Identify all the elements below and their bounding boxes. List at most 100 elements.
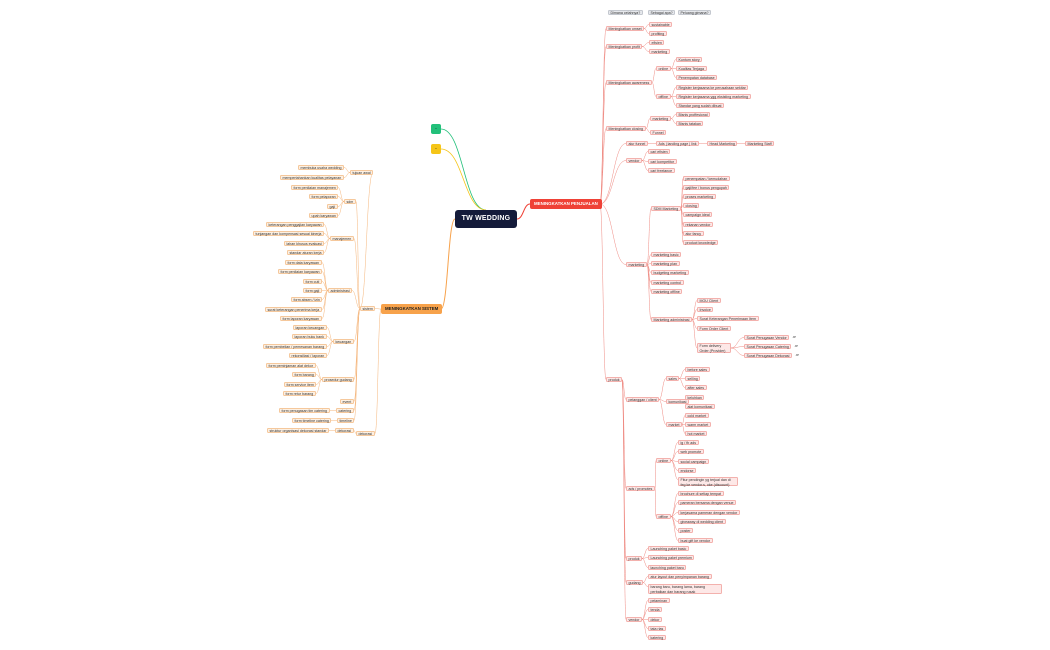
subtopic-node[interactable]: komunikasi [666,399,689,404]
leaf-node[interactable]: barang baru, barang lama, barang perbaik… [648,584,722,594]
leaf-node[interactable]: alur fancy [683,230,704,236]
leaf-node[interactable]: cari freelance [648,168,675,173]
leaf-node[interactable]: pelaminan [648,598,670,603]
leaf-node[interactable]: form retur barang [283,390,316,396]
topic-node[interactable]: dekorasi [335,428,354,433]
leaf-node[interactable]: selling [685,376,701,381]
leaf-node[interactable]: Bisnis tatakan [676,120,704,126]
leaf-node[interactable]: cari efisien [648,149,671,154]
leaf-node[interactable]: brochure di setiap tempat [678,491,724,496]
leaf-node[interactable]: endorse [678,467,696,473]
badge[interactable]: JP [794,344,799,348]
leaf-node[interactable]: form penilaian karyawan [278,269,322,275]
funnel-step[interactable]: Ads | landing page | link [656,141,700,146]
subtopic-node[interactable]: pelanggan / client [626,397,660,402]
leaf-node[interactable]: web promote [678,449,704,455]
leaf-node[interactable]: campaign ideal [683,212,713,218]
leaf-node[interactable]: laporan buku bank [292,334,327,340]
leaf-node[interactable]: pameran bersama dengan venue [678,500,736,506]
topic-node[interactable]: tujuan awal [350,170,374,175]
leaf-node[interactable]: marketing offline [651,288,683,294]
leaf-node[interactable]: ig / fb ads [678,440,699,445]
leaf-node[interactable]: Surat Penugasan Vendor [744,335,790,340]
topic-node-produk[interactable]: produk [606,377,622,382]
leaf-node[interactable]: marketing [649,48,670,54]
leaf-node[interactable]: hot market [685,431,707,436]
topic-node[interactable]: sdm [344,199,356,204]
subtopic-node[interactable]: market [666,422,682,427]
subtopic-node[interactable]: Marketing administrasi [651,317,692,322]
leaf-node[interactable]: marketing plan [651,261,680,267]
badge[interactable]: JP [792,335,797,339]
leaf-node[interactable]: Launching paket basic [648,546,689,551]
topic-node[interactable]: keuangan [333,339,354,344]
leaf-node[interactable]: closing [683,203,700,209]
leaf-node[interactable]: tenda [648,607,662,613]
leaf-node[interactable]: katering [648,635,666,641]
leaf-node[interactable]: Fitur pendingin yg terjual dan di feg ke… [678,477,738,487]
subtopic-node[interactable]: vendor [626,617,642,622]
leaf-node[interactable]: form peminjaman alat dekor [266,363,316,369]
leaf-node[interactable]: form cuti [303,278,322,284]
leaf-node[interactable]: event [340,399,354,404]
leaf-node[interactable]: form penilaian manajemen [291,185,339,191]
leaf-node[interactable]: giveaway di wedding client [678,518,726,524]
leaf-node[interactable]: form service item [284,381,317,387]
leaf-node[interactable]: lahan khusus evaluasi [284,240,325,246]
leaf-node[interactable]: struktur organisasi dekorasi standar [267,428,329,433]
topic-node-sistem[interactable]: sistem [360,306,376,311]
leaf-node[interactable]: dekor [648,616,662,622]
leaf-node[interactable]: rekanan vendor [683,221,713,227]
leaf-node[interactable]: Penempatan database [676,75,718,80]
leaf-node[interactable]: form data karyawan [285,260,322,266]
leaf-node[interactable]: form gaji [303,288,322,293]
leaf-node[interactable]: Standar yang sudah dibuat [676,103,724,108]
subtopic-node[interactable]: Form delivery Order (Provider) [697,343,731,353]
leaf-node[interactable]: Bisnis proffesional [676,111,711,117]
leaf-node[interactable]: form penugasan tim catering [279,408,330,413]
leaf-node[interactable]: Launching paket premium [648,555,695,561]
topic-node[interactable]: prosedur gudang [322,377,355,382]
subtopic-node[interactable]: online [656,458,671,463]
subtopic-node[interactable]: offline [656,514,671,519]
leaf-node[interactable]: Register kerjasama ke perusahaan sekitar [676,85,749,90]
subtopic-node[interactable]: SDM Marketing [651,206,681,211]
leaf-node[interactable]: cold market [685,413,709,418]
leaf-node[interactable]: form barang [292,372,317,378]
subtopic-node[interactable]: offline [656,94,671,99]
leaf-node[interactable]: tata rias [648,625,666,631]
topic-node-vendor[interactable]: vendor [626,158,642,163]
leaf-node[interactable]: buat gift ke vendor [678,537,713,543]
topic-node[interactable]: Meningkatkan closing [606,126,646,131]
badge[interactable]: JP [795,353,800,357]
leaf-node[interactable]: MOU Client [697,298,721,303]
leaf-node[interactable]: after sales [685,385,707,390]
leaf-node[interactable]: tunjangan dan kompensasi sesuai kinerja [253,231,324,237]
leaf-node[interactable]: poster [678,528,693,534]
topic-node[interactable]: manajemen [330,236,354,241]
leaf-node[interactable]: membuka usaha wedding [298,165,344,171]
leaf-node[interactable]: cari kompetitor [648,158,677,164]
leaf-node[interactable]: alat komunikasi [685,403,715,409]
topic-node-dekorasi[interactable]: dekorasi [356,431,375,436]
leaf-node[interactable]: keterangan penggajian karyawan [266,222,324,228]
leaf-node[interactable]: proses marketing [683,194,716,200]
leaf-node[interactable]: penempatan / kemudahan [683,176,730,181]
leaf-node[interactable]: Kualitas Terjaga [676,66,707,71]
leaf-node[interactable]: form timeline catering [292,418,332,423]
leaf-node[interactable]: warm market [685,422,711,427]
leaf-node[interactable]: marketing basic [651,252,682,257]
question-tag[interactable]: Dimana celahnya? [608,10,643,15]
leaf-node[interactable]: laporan keuangan [293,325,327,331]
leaf-node[interactable]: Register kerjasama ygg eksisting marketi… [676,94,751,99]
leaf-node[interactable]: before sales [685,367,710,372]
leaf-node[interactable]: Invoice [697,307,714,313]
leaf-node[interactable]: form laporan karyawan [280,315,322,321]
topic-node[interactable]: administrasi [328,288,353,293]
topic-node[interactable]: catering [336,408,354,413]
leaf-node[interactable]: social campaign [678,458,709,464]
question-tag[interactable]: Peluang gimana? [678,10,711,15]
topic-node-marketing[interactable]: marketing [626,262,647,267]
subtopic-node[interactable]: gudang [626,580,643,585]
topic-node[interactable]: timeline [337,418,355,423]
